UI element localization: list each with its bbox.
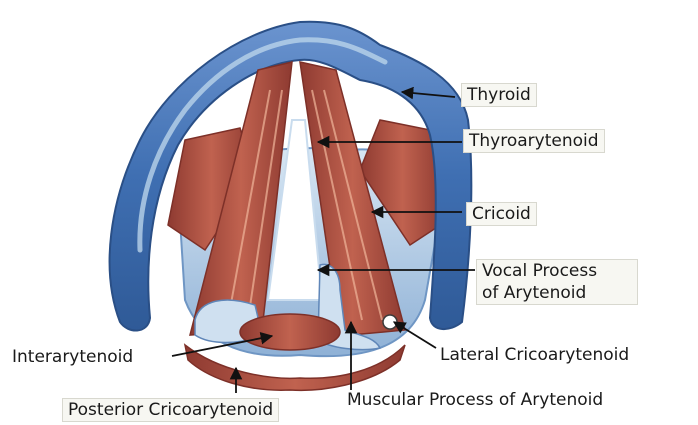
label-muscular-process: Muscular Process of Arytenoid [347,389,603,411]
label-thyroid: Thyroid [461,83,537,107]
label-thyroarytenoid: Thyroarytenoid [463,129,605,153]
label-vocal-process-line1: Vocal Process [482,260,632,282]
label-interarytenoid: Interarytenoid [12,346,133,368]
label-posterior-cricoarytenoid: Posterior Cricoarytenoid [62,398,279,422]
interarytenoid-muscle [240,314,340,350]
label-cricoid: Cricoid [466,202,537,226]
label-lateral-cricoarytenoid: Lateral Cricoarytenoid [440,344,629,366]
label-vocal-process-line2: of Arytenoid [482,282,632,304]
label-vocal-process: Vocal Process of Arytenoid [476,259,638,305]
